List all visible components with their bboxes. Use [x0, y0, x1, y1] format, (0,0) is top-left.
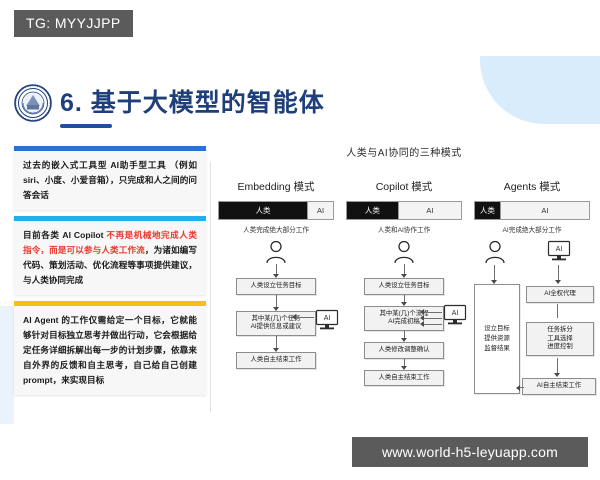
decorative-left-edge-strip	[0, 306, 14, 424]
mode-column-caption: AI完成绝大部分工作	[502, 227, 562, 234]
flow-step-box: 人类自主结束工作	[236, 351, 316, 369]
flow-connector	[218, 335, 334, 352]
flow-step-box: 人类修改调整确认	[364, 341, 444, 359]
flow-connector	[218, 264, 334, 278]
agent-feedback-arrow	[516, 384, 520, 391]
flow-connector	[557, 304, 558, 318]
flow-step-box: 人类设立任务目标	[236, 278, 316, 295]
svg-text:AI: AI	[452, 310, 459, 317]
mode-column-title: Copilot 模式	[375, 181, 433, 193]
card-accent-bar	[14, 301, 206, 307]
info-card-list: 过去的嵌入式工具型 AI助手型工具 （例如siri、小度、小爱音箱），只完成和人…	[14, 146, 206, 401]
site-url-watermark: www.world-h5-leyuapp.com	[352, 437, 588, 467]
card-accent-bar	[14, 146, 206, 151]
page-title: 6. 基于大模型的智能体	[60, 88, 325, 117]
info-card: 目前各类 AI Copilot 不再是机械地完成人类指令，而是可以参与人类工作流…	[14, 216, 206, 296]
flow-arrow	[554, 373, 560, 377]
ai-link-arrow	[292, 314, 296, 321]
flow-connector	[346, 294, 462, 306]
flow-connector	[346, 330, 462, 342]
ai-link-arrow	[420, 309, 424, 316]
slide-title-row: 6. 基于大模型的智能体	[14, 84, 325, 122]
card-body-text: 过去的嵌入式工具型 AI助手型工具 （例如siri、小度、小爱音箱），只完成和人…	[14, 151, 206, 210]
ai-link-arrow	[420, 315, 424, 322]
ai-monitor-icon: AI	[442, 304, 468, 333]
ai-monitor-icon: AI	[546, 240, 572, 269]
title-underline	[60, 124, 112, 128]
svg-text:AI: AI	[324, 315, 331, 322]
card-text-plain: ，为诸如编写代码、策划活动、优化流程等事项提供建议，与人类协同完成	[23, 245, 197, 285]
mode-column-caption: 人类和AI协作工作	[377, 227, 431, 234]
flow-connector	[494, 265, 495, 280]
card-text-plain: 目前各类 AI Copilot	[23, 230, 107, 241]
agent-human-role-box: 设立目标提供资源监督结果	[474, 284, 520, 394]
person-icon	[482, 240, 508, 264]
flow-step-box: 任务拆分工具选择进度控制	[526, 322, 594, 356]
mode-column-title: Agents 模式	[503, 181, 561, 193]
card-text-plain: AI Agent 的工作仅需给定一个目标，它就能够针对目标独立思考并做出行动，它…	[23, 315, 197, 385]
flow-connector	[346, 264, 462, 278]
flow-arrow	[491, 280, 497, 284]
flow-connector	[346, 358, 462, 370]
split-ai-segment: AI	[397, 202, 461, 219]
flow-connector	[557, 358, 558, 374]
flow-connector	[218, 294, 334, 311]
card-text-highlight: 不再是机械地完成人类指令，而是可以参与人类工作流	[23, 230, 197, 256]
card-body-text: 目前各类 AI Copilot 不再是机械地完成人类指令，而是可以参与人类工作流…	[14, 221, 206, 295]
mode-column-flow: AI 设立目标提供资源监督结果 AI全权代理任务拆分工具选择进度控制 AI自主结束工作	[474, 240, 596, 410]
flow-step-box: AI自主结束工作	[522, 378, 596, 395]
split-human-segment: 人类	[219, 202, 308, 219]
ai-link-wire	[422, 317, 442, 319]
split-ai-segment: AI	[499, 202, 589, 219]
flow-step-box: 人类自主结束工作	[364, 369, 444, 387]
ai-link-wire	[294, 316, 314, 318]
split-ai-segment: AI	[307, 202, 333, 219]
card-accent-bar	[14, 216, 206, 222]
flow-arrow	[555, 280, 561, 284]
flow-step-box: 人类设立任务目标	[364, 278, 444, 295]
slide-canvas: 6. 基于大模型的智能体 过去的嵌入式工具型 AI助手型工具 （例如siri、小…	[0, 56, 600, 424]
ai-link-arrow	[420, 321, 424, 328]
split-human-segment: 人类	[347, 202, 398, 219]
ai-monitor-icon: AI	[314, 309, 340, 338]
svg-text:AI: AI	[556, 246, 563, 253]
mode-column-caption: 人类完成绝大部分工作	[243, 227, 309, 234]
flow-connector	[558, 265, 559, 280]
person-icon	[218, 240, 334, 264]
agent-feedback-wire	[518, 387, 524, 388]
person-icon	[346, 240, 462, 264]
university-seal-emblem-icon	[14, 84, 52, 122]
card-text-plain: 过去的嵌入式工具型 AI助手型工具 （例如siri、小度、小爱音箱），只完成和人…	[23, 160, 197, 200]
ai-link-wire	[422, 323, 442, 325]
card-body-text: AI Agent 的工作仅需给定一个目标，它就能够针对目标独立思考并做出行动，它…	[14, 306, 206, 395]
telegram-watermark-badge: TG: MYYJJPP	[14, 10, 133, 37]
diagram-title: 人类与AI协同的三种模式	[346, 148, 462, 159]
info-card: AI Agent 的工作仅需给定一个目标，它就能够针对目标独立思考并做出行动，它…	[14, 301, 206, 396]
split-human-segment: 人类	[475, 202, 500, 219]
info-card: 过去的嵌入式工具型 AI助手型工具 （例如siri、小度、小爱音箱），只完成和人…	[14, 146, 206, 211]
ai-link-wire	[422, 311, 442, 313]
diagram-left-divider	[210, 162, 211, 412]
mode-column-title: Embedding 模式	[237, 181, 315, 193]
flow-step-box: AI全权代理	[526, 286, 594, 303]
